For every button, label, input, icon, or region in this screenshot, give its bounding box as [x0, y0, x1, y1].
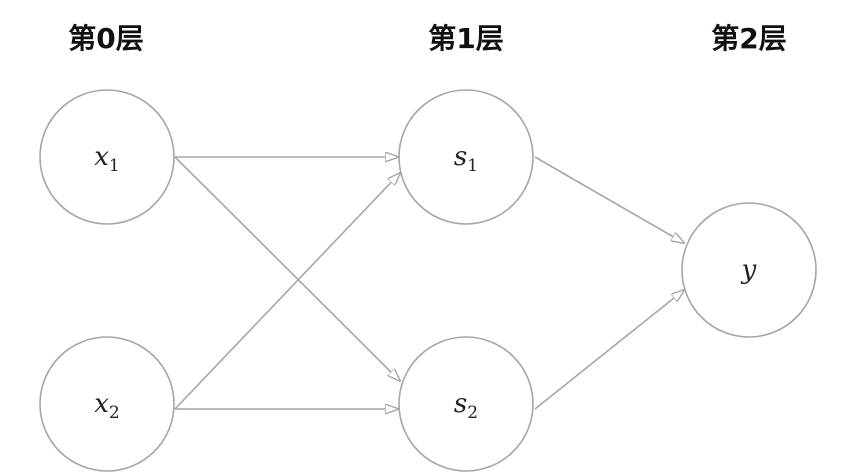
node-x2-circle: [39, 336, 175, 472]
node-y: y: [681, 202, 817, 338]
node-s1-circle: [398, 89, 534, 225]
node-y-circle: [681, 202, 817, 338]
node-s2: s2: [398, 336, 534, 472]
edge-x1-s2: [174, 156, 400, 381]
node-s1: s1: [398, 89, 534, 225]
node-y-var: y: [741, 255, 757, 285]
edge-x2-s1: [174, 173, 400, 410]
edge-s1-y: [534, 156, 684, 243]
node-s2-var: s: [454, 389, 467, 419]
node-s2-sub: 2: [467, 403, 478, 423]
node-s2-circle: [398, 336, 534, 472]
node-s1-var: s: [454, 142, 467, 172]
node-x1-sub: 1: [109, 156, 120, 176]
node-s1-label: s1: [454, 142, 478, 176]
edges: [174, 156, 684, 410]
node-x2-sub: 2: [109, 403, 120, 423]
node-x1: x1: [39, 89, 175, 225]
node-x2: x2: [39, 336, 175, 472]
layer-0-title: 第0层: [68, 22, 143, 55]
node-s1-sub: 1: [467, 156, 478, 176]
node-x1-circle: [39, 89, 175, 225]
node-x2-label: x2: [94, 389, 120, 423]
node-x1-label: x1: [94, 142, 120, 176]
node-x1-var: x: [94, 142, 109, 172]
node-x2-var: x: [94, 389, 109, 419]
node-y-label: y: [741, 255, 757, 285]
node-s2-label: s2: [454, 389, 478, 423]
edge-s2-y: [534, 290, 684, 410]
layer-2-title: 第2层: [711, 22, 786, 55]
layer-1-title: 第1层: [428, 22, 503, 55]
